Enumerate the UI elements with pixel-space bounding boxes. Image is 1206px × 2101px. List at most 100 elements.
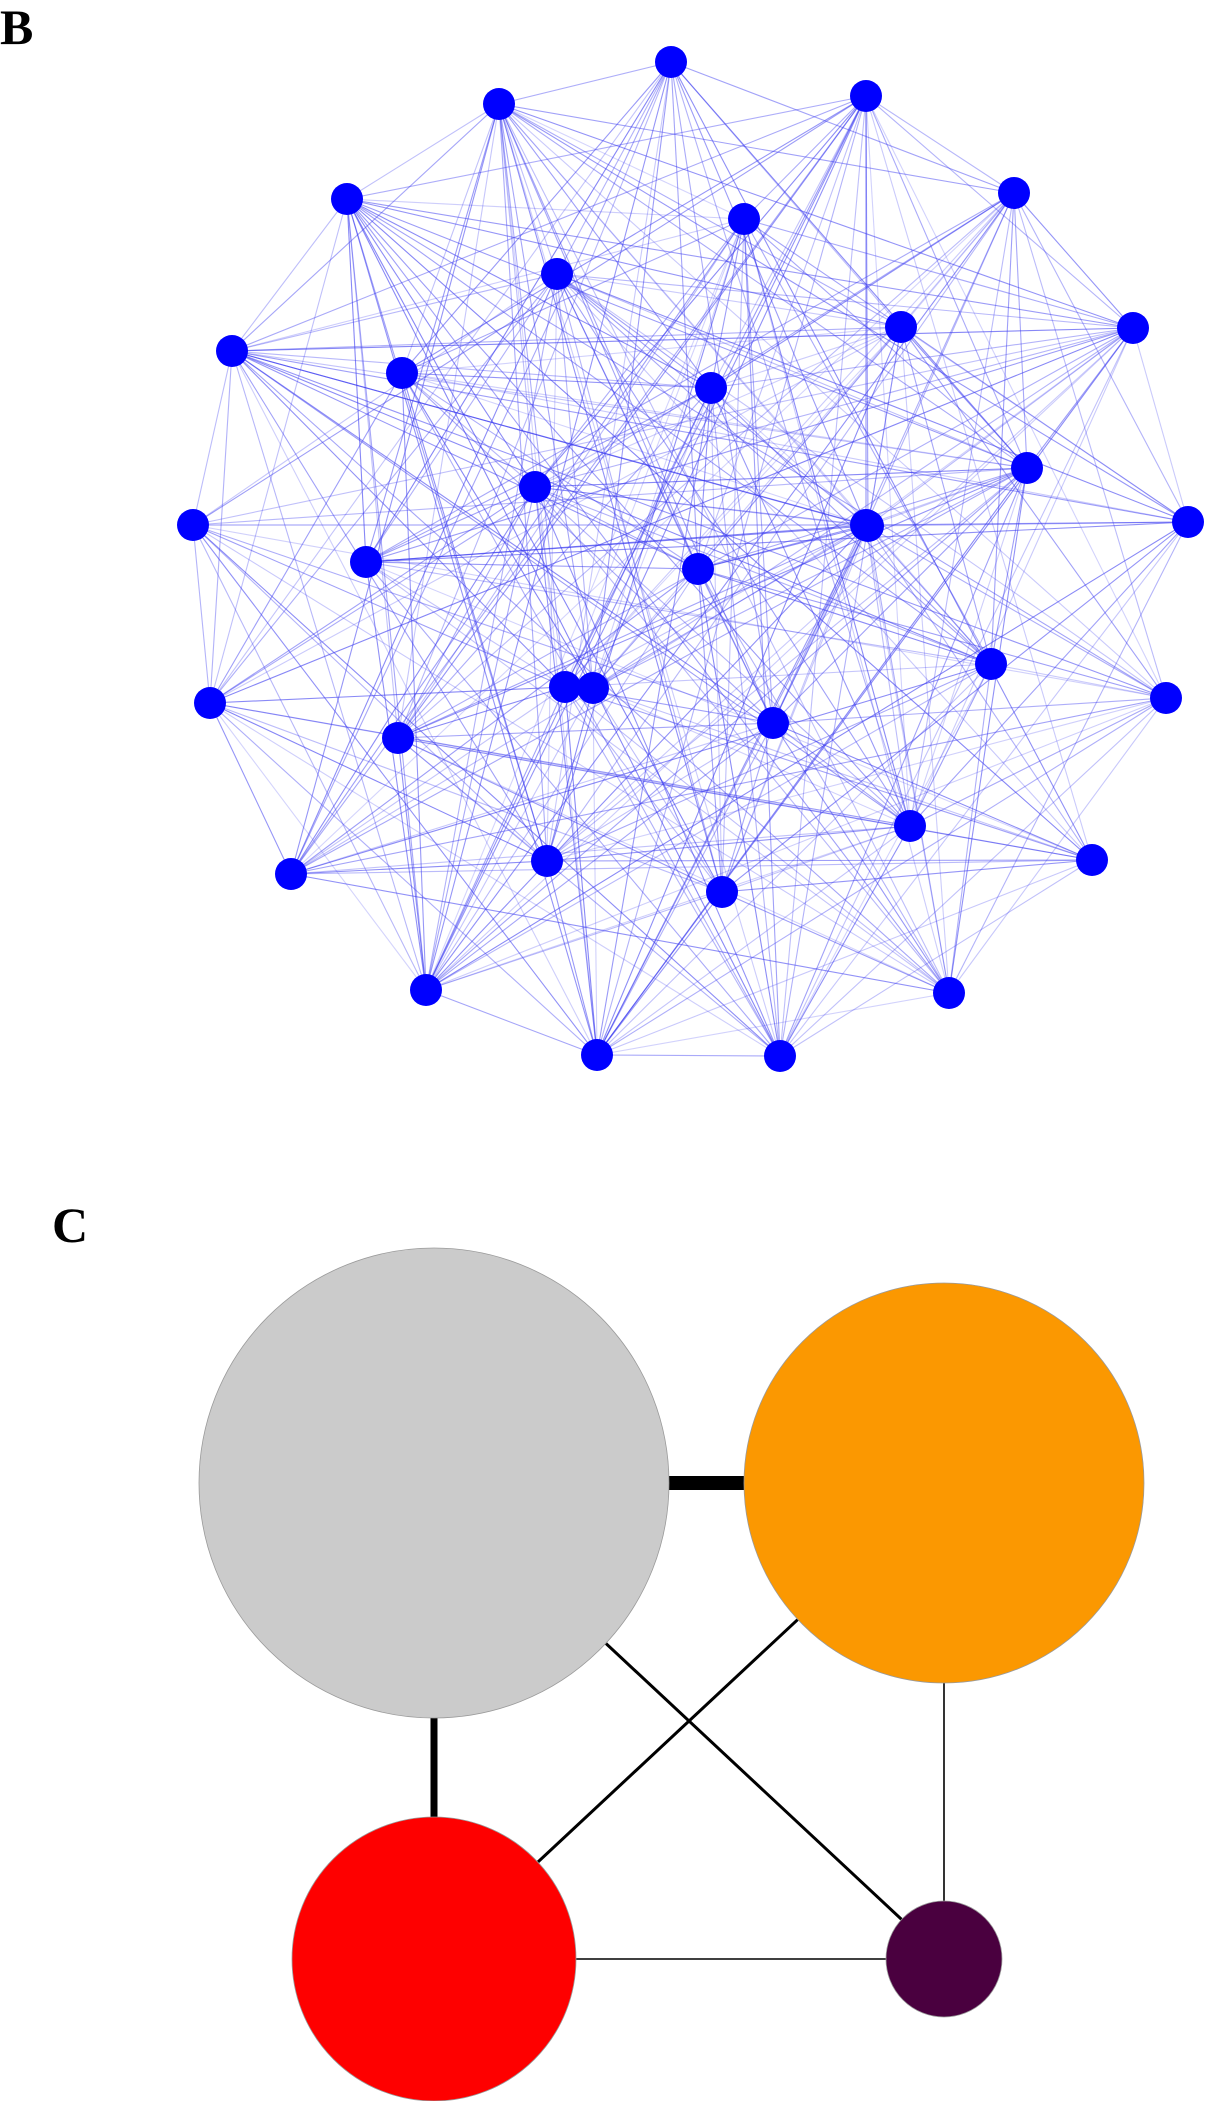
- panel-b-node-4: [1117, 312, 1149, 344]
- panel-b-edge: [290, 218, 745, 875]
- panel-b-edge: [710, 218, 745, 389]
- panel-b-edge: [772, 722, 950, 994]
- panel-b-edge: [231, 350, 712, 389]
- panel-b-edge: [397, 103, 500, 739]
- panel-b-edge: [948, 467, 1028, 994]
- panel-b-edge: [865, 95, 911, 827]
- panel-b-edge: [401, 372, 712, 389]
- panel-b-node-28: [541, 258, 573, 290]
- panel-b-edge: [556, 273, 699, 570]
- panel-b-edge: [425, 891, 723, 991]
- panel-b-edge: [772, 467, 1028, 724]
- panel-b-edge: [425, 568, 699, 991]
- panel-b-edge: [743, 218, 1189, 523]
- panel-b-edge: [546, 327, 1134, 862]
- panel-b-edge: [867, 525, 992, 665]
- panel-c-community-network: [198, 1247, 1145, 2101]
- panel-b-edge: [209, 326, 902, 704]
- panel-b-edge: [425, 61, 672, 991]
- panel-b-edge: [498, 103, 1015, 194]
- panel-b-edge: [865, 95, 1028, 469]
- panel-b-node-29: [695, 372, 727, 404]
- panel-b-edge: [365, 561, 1093, 861]
- panel-b-edge: [779, 95, 867, 1057]
- panel-b-edge: [209, 702, 598, 1056]
- panel-b-edge: [721, 524, 867, 893]
- panel-b-edge: [721, 859, 1093, 893]
- panel-b-edge: [948, 663, 992, 994]
- panel-b-edge: [564, 524, 867, 688]
- panel-b-node-27: [386, 357, 418, 389]
- panel-b-edge: [231, 95, 867, 352]
- panel-b-edge: [743, 218, 950, 994]
- panel-b-edge: [401, 372, 1028, 469]
- panel-b-edge: [290, 859, 1093, 875]
- panel-b-edge: [231, 198, 348, 352]
- panel-b-node-1: [655, 46, 687, 78]
- panel-b-edge: [209, 702, 427, 991]
- panel-b-edge: [900, 326, 1167, 699]
- panel-b-edge: [397, 737, 950, 994]
- panel-b-edge: [498, 103, 1134, 329]
- panel-b-edge: [556, 273, 594, 689]
- panel-b-edge: [592, 467, 1028, 689]
- panel-b-edge: [401, 218, 745, 374]
- panel-b-node-25: [382, 722, 414, 754]
- panel-b-edge: [909, 467, 1028, 827]
- panel-b-edge: [401, 372, 536, 488]
- panel-b-edge: [231, 350, 566, 688]
- panel-b-edge: [425, 273, 558, 991]
- panel-b-edge: [397, 686, 566, 739]
- panel-b-edge: [534, 486, 566, 688]
- panel-b-edge: [743, 218, 1028, 469]
- panel-b-edge: [534, 218, 745, 488]
- panel-b-edge: [425, 825, 911, 991]
- panel-b-edge: [209, 702, 911, 827]
- panel-b-edge: [556, 273, 1093, 861]
- panel-b-node-8: [933, 977, 965, 1009]
- panel-b-edge: [1013, 192, 1189, 523]
- panel-b-node-11: [410, 974, 442, 1006]
- panel-b-edge: [231, 273, 558, 352]
- panel-b-edge: [721, 722, 774, 893]
- panel-b-edge: [534, 387, 712, 488]
- panel-b-edge: [498, 103, 1167, 699]
- panel-b-edge: [596, 722, 774, 1056]
- panel-b-edge: [231, 350, 427, 991]
- panel-b-edge: [546, 860, 598, 1056]
- panel-b-edge: [743, 218, 911, 827]
- panel-b-node-26: [350, 546, 382, 578]
- panel-b-node-9: [764, 1040, 796, 1072]
- panel-b-node-20: [1011, 452, 1043, 484]
- panel-b-edge: [865, 192, 1015, 526]
- panel-b-edge: [710, 387, 723, 893]
- panel-b-edge: [697, 192, 1015, 570]
- panel-b-edge: [697, 568, 992, 665]
- panel-b-edge: [290, 568, 699, 875]
- panel-b-node-21: [975, 648, 1007, 680]
- panel-b-edge: [498, 61, 672, 105]
- panel-b-node-32: [549, 671, 581, 703]
- panel-b-node-2: [850, 80, 882, 112]
- panel-b-edge: [900, 326, 1189, 523]
- panel-b-edge: [425, 467, 1028, 991]
- panel-b-edge: [710, 95, 867, 389]
- panel-b-edge: [401, 326, 902, 374]
- panel-b-edge: [192, 95, 867, 526]
- panel-b-edge: [346, 198, 723, 893]
- panel-b-edge: [401, 372, 1189, 523]
- panel-b-node-15: [216, 335, 248, 367]
- panel-b-edge: [779, 521, 1189, 1057]
- panel-b-edge: [596, 859, 1093, 1056]
- panel-b-edge: [909, 521, 1189, 827]
- panel-b-edge: [772, 524, 867, 724]
- panel-b-edge: [697, 568, 774, 724]
- panel-b-edge: [721, 825, 911, 893]
- panel-b-edge: [721, 525, 869, 893]
- panel-b-edge: [209, 327, 1134, 704]
- panel-b-edge: [290, 192, 1015, 875]
- panel-b-edge: [425, 218, 745, 991]
- panel-c-node-red: [291, 1816, 577, 2101]
- panel-b-edge: [546, 61, 672, 862]
- panel-b-edge: [209, 61, 672, 704]
